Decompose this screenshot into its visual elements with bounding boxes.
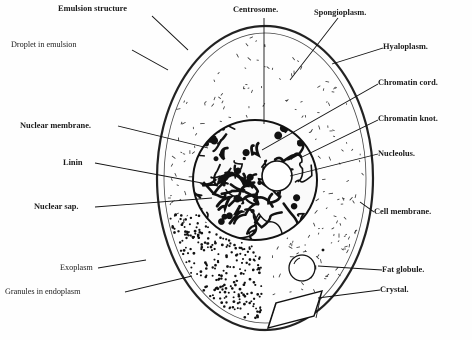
label-droplet-in-emulsion: Droplet in emulsion — [11, 40, 77, 50]
label-nuclear-sap: Nuclear sap. — [34, 202, 79, 212]
label-chromatin-knot: Chromatin knot. — [378, 114, 438, 124]
small-dot — [322, 249, 325, 252]
label-centrosome: Centrosome. — [233, 5, 278, 15]
label-spongioplasm: Spongioplasm. — [314, 8, 366, 18]
label-fat-globule: Fat globule. — [382, 265, 424, 275]
label-cell-membrane: Cell membrane. — [374, 207, 431, 217]
label-nuclear-membrane: Nuclear membrane. — [20, 121, 91, 131]
label-granules-in-endoplasm: Granules in endoplasm — [5, 287, 81, 297]
label-emulsion-structure: Emulsion structure — [58, 4, 127, 14]
nucleolus-circle — [262, 161, 292, 191]
label-crystal: Crystal. — [380, 285, 409, 295]
fat-globule-shape — [289, 255, 315, 281]
label-chromatin-cord: Chromatin cord. — [378, 78, 438, 88]
label-linin: Linin — [63, 158, 83, 168]
label-nucleolus: Nucleolus. — [378, 149, 415, 159]
crystal-shape — [268, 291, 322, 328]
label-exoplasm: Exoplasm — [60, 263, 93, 273]
label-hyaloplasm: Hyaloplasm. — [383, 42, 428, 52]
